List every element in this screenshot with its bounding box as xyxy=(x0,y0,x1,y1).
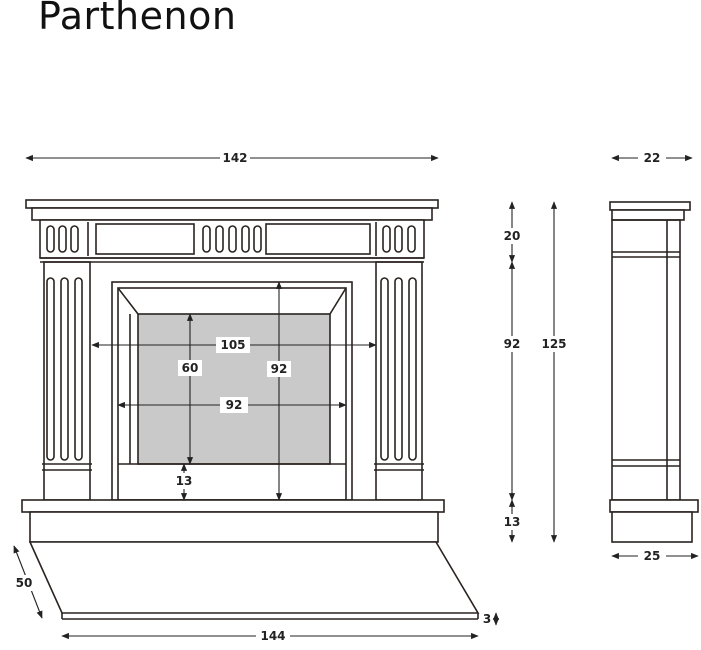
dim-base-height: 13 xyxy=(504,515,521,529)
dim-overall-width: 142 xyxy=(222,151,247,165)
front-view xyxy=(21,199,480,620)
dim-hearth-thickness: 3 xyxy=(483,612,491,626)
dim-opening-height: 92 xyxy=(271,362,288,376)
dim-side-depth-top: 22 xyxy=(644,151,661,165)
plinth xyxy=(21,499,445,513)
dim-hearth-depth: 50 xyxy=(16,576,33,590)
mantel-cornice xyxy=(31,207,433,221)
product-title: Parthenon xyxy=(38,0,237,38)
frieze-flutes xyxy=(46,225,416,253)
dim-total-height: 125 xyxy=(541,337,566,351)
hearth xyxy=(28,541,480,614)
dim-inner-sill: 13 xyxy=(176,474,193,488)
side-view xyxy=(609,201,699,543)
dim-opening-width: 105 xyxy=(220,338,245,352)
dim-hearth-width: 144 xyxy=(260,629,285,643)
firebox xyxy=(137,313,331,465)
dim-body-height: 92 xyxy=(504,337,521,351)
side-plinth xyxy=(609,499,699,513)
frieze-panel-left xyxy=(95,223,195,255)
dim-inner-height: 60 xyxy=(182,361,199,375)
dimension-labels: 142 22 25 20 92 13 125 105 92 60 92 13 5… xyxy=(12,150,666,644)
side-base xyxy=(611,511,693,543)
mantel-shelf xyxy=(25,199,439,209)
side-shelf xyxy=(609,201,691,211)
base xyxy=(29,511,439,543)
frieze-panel-right xyxy=(265,223,371,255)
dim-side-depth-bottom: 25 xyxy=(644,549,661,563)
dim-inner-width: 92 xyxy=(226,398,243,412)
dim-frieze-height: 20 xyxy=(504,229,521,243)
